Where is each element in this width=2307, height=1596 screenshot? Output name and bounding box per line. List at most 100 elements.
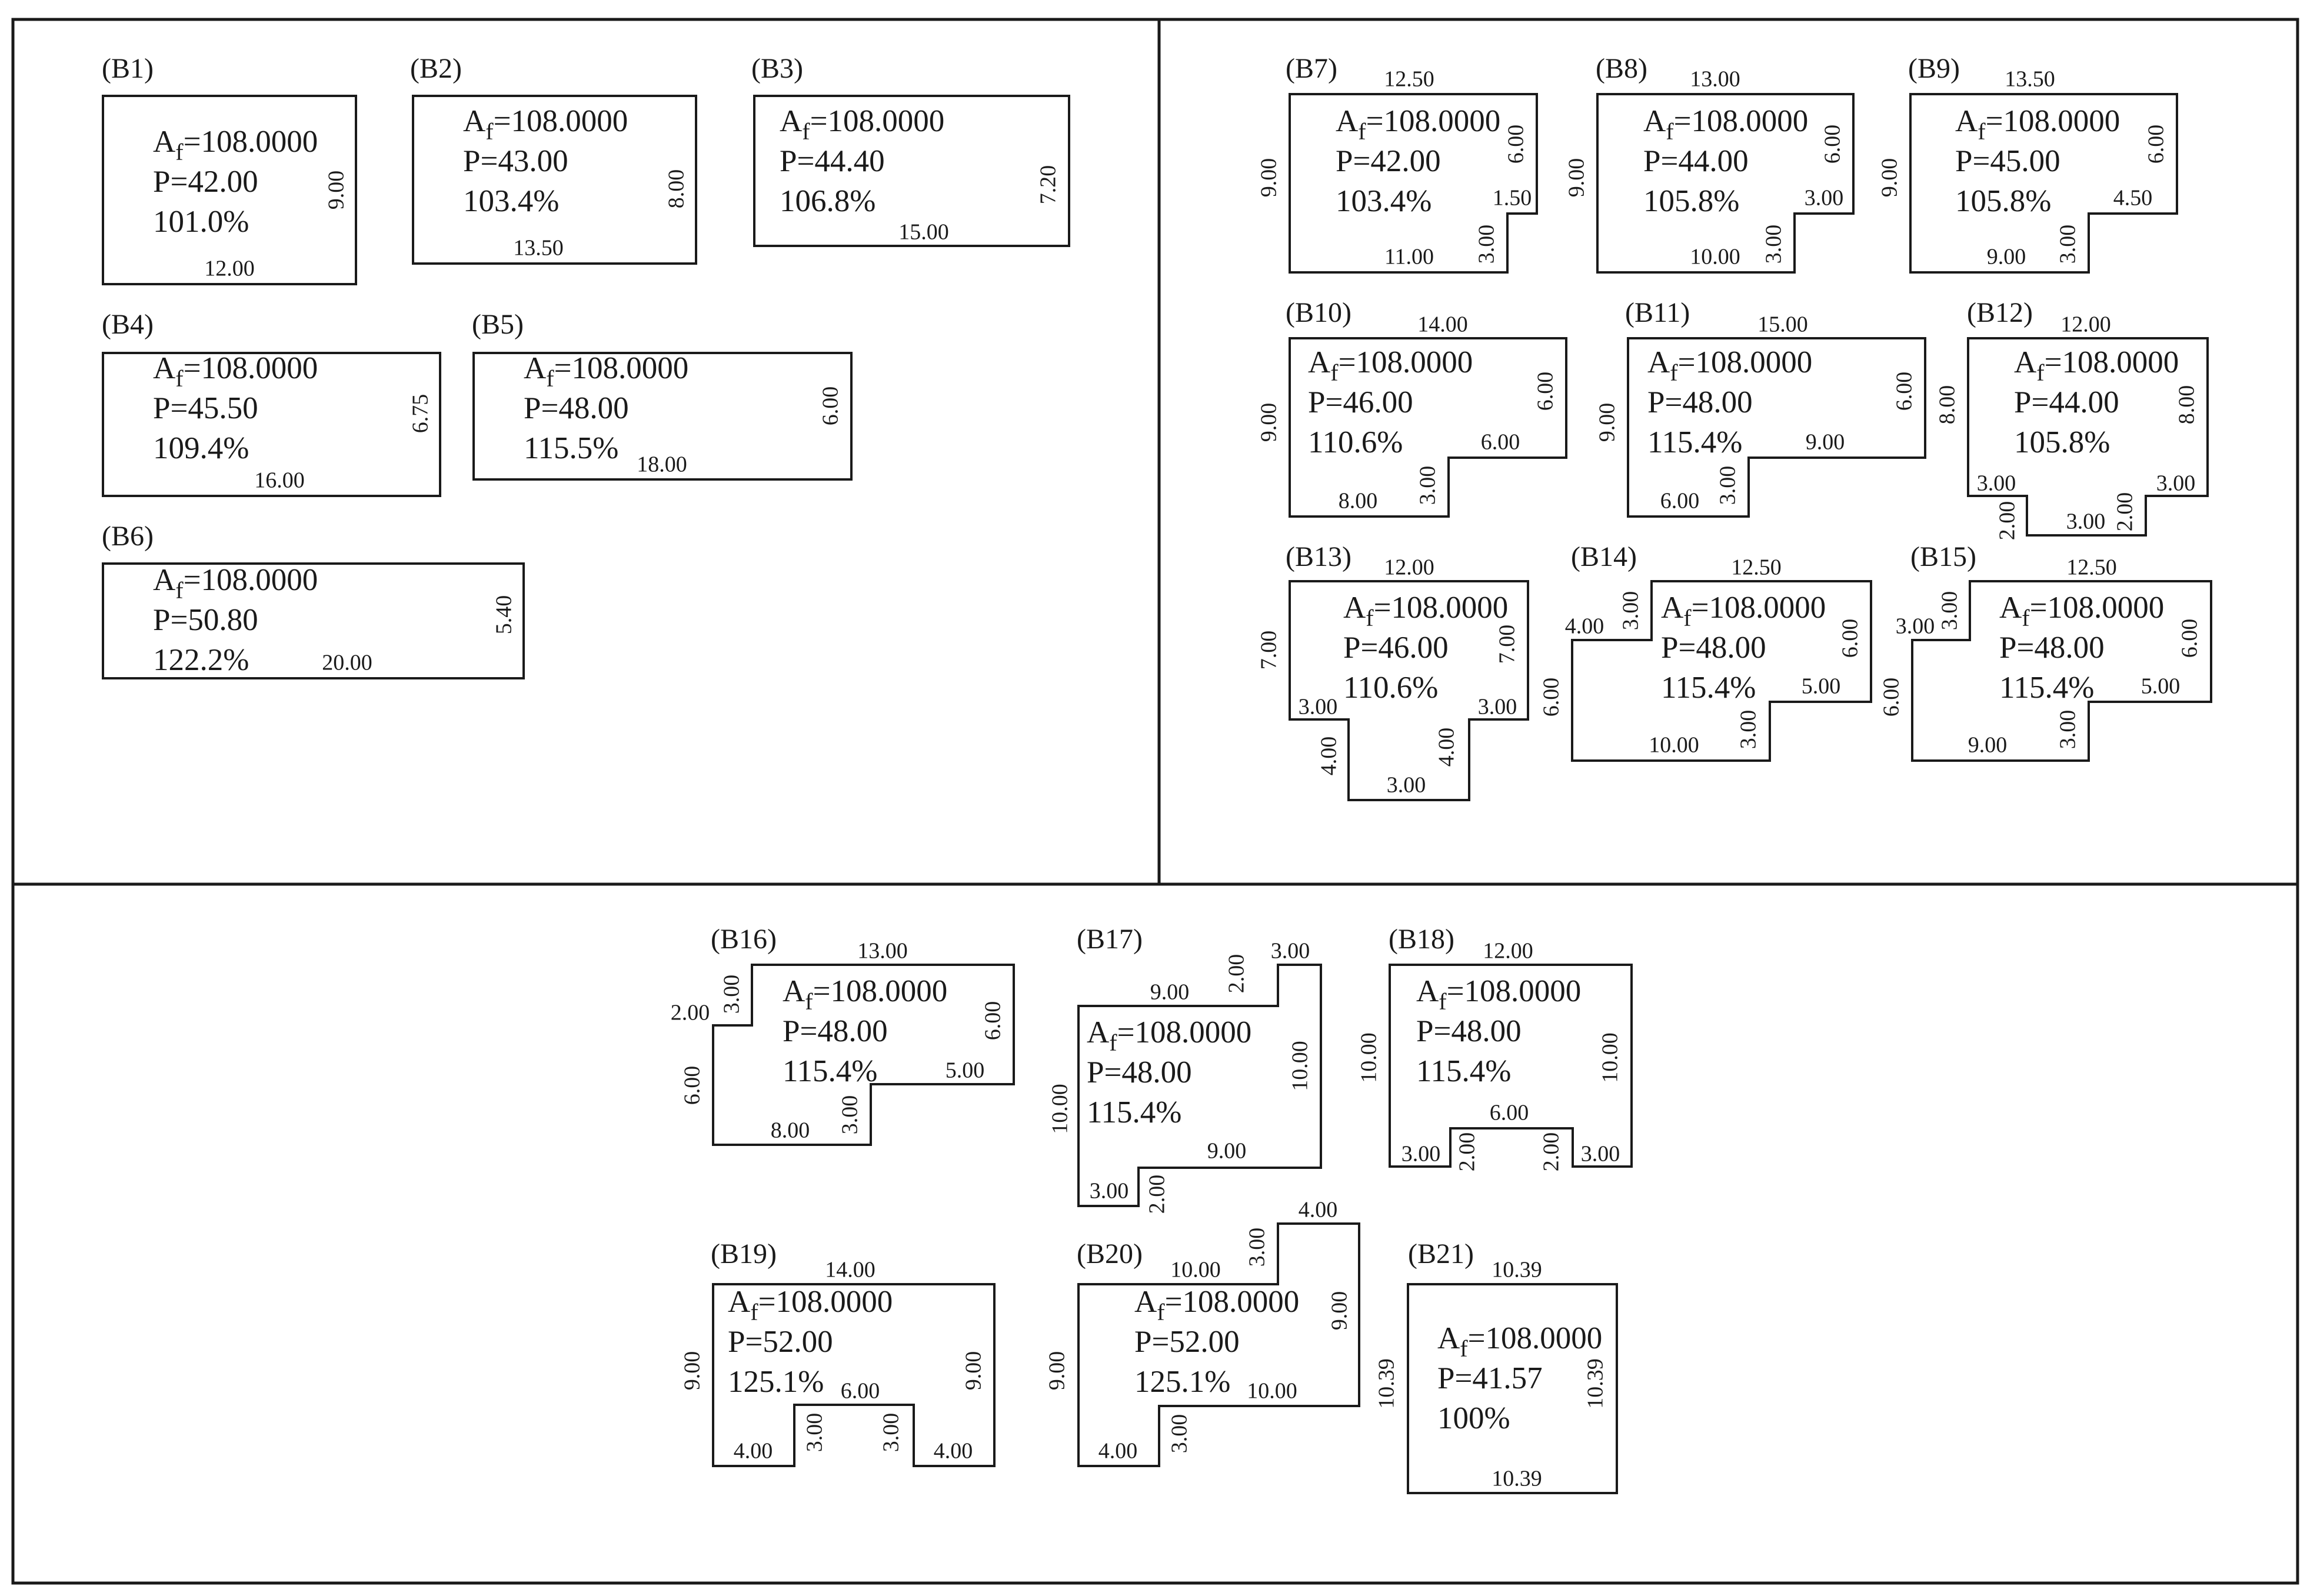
dimension-label: 8.00: [664, 169, 689, 209]
dimension-label: 12.00: [1483, 939, 1533, 964]
dimension-label: 9.00: [1207, 1139, 1247, 1164]
plan-b7: (B7)Af=108.0000P=42.00103.4%12.509.006.0…: [1257, 53, 1538, 274]
plan-label: (B13): [1286, 541, 1351, 572]
plan-outline: [102, 95, 357, 285]
ratio-text: 115.4%: [1661, 671, 1756, 705]
plan-label: (B11): [1625, 297, 1690, 328]
ratio-text: 103.4%: [463, 184, 559, 218]
dimension-label: 13.00: [857, 939, 908, 964]
plan-b10: (B10)Af=108.0000P=46.00110.6%14.009.006.…: [1257, 297, 1567, 518]
floor-area-text: Af=108.0000: [524, 351, 688, 392]
dimension-label: 6.00: [1892, 372, 1917, 411]
dimension-label: 3.00: [1581, 1142, 1620, 1167]
plan-group: (B1)Af=108.0000P=42.00101.0%9.0012.00(B2…: [102, 53, 2212, 1494]
ratio-text: 125.1%: [728, 1365, 824, 1399]
dimension-label: 8.00: [2175, 385, 2199, 425]
plan-outline: [472, 352, 853, 481]
dimension-label: 9.00: [1877, 158, 1902, 198]
dimension-label: 6.00: [1660, 489, 1700, 514]
plan-outline: [102, 352, 441, 497]
dimension-label: 7.20: [1036, 165, 1061, 205]
floor-area-text: Af=108.0000: [463, 104, 628, 145]
perimeter-text: P=42.00: [153, 165, 258, 199]
dimension-label: 9.00: [1257, 158, 1281, 198]
dimension-label: 1.50: [1493, 186, 1532, 211]
plan-outline: [1077, 1222, 1360, 1467]
dimension-label: 3.00: [1977, 471, 2016, 496]
floor-area-text: Af=108.0000: [1643, 104, 1808, 145]
dimension-label: 3.00: [1716, 466, 1740, 505]
dimension-label: 2.00: [1995, 501, 2020, 541]
dimension-label: 3.00: [1299, 695, 1338, 719]
perimeter-text: P=48.00: [1999, 631, 2105, 665]
dimension-label: 20.00: [322, 651, 372, 675]
dimension-label: 3.00: [1805, 186, 1844, 211]
floor-area-text: Af=108.0000: [1416, 974, 1581, 1015]
dimension-label: 2.00: [1224, 954, 1249, 994]
dimension-label: 15.00: [898, 220, 949, 245]
perimeter-text: P=48.00: [1661, 631, 1766, 665]
ratio-text: 101.0%: [153, 205, 249, 239]
dimension-label: 3.00: [838, 1095, 863, 1135]
dimension-label: 6.00: [2144, 125, 2169, 164]
perimeter-text: P=44.00: [2014, 385, 2119, 419]
dimension-label: 4.00: [1299, 1198, 1338, 1222]
dimension-label: 9.00: [1327, 1291, 1352, 1331]
dimension-label: 5.00: [946, 1058, 985, 1083]
dimension-label: 9.00: [1045, 1351, 1070, 1391]
dimension-label: 9.00: [961, 1351, 986, 1391]
dimension-label: 6.00: [1838, 619, 1863, 658]
ratio-text: 115.4%: [1999, 671, 2094, 705]
plan-outline: [1407, 1283, 1618, 1494]
plan-label: (B8): [1596, 53, 1647, 84]
plan-outline: [1289, 93, 1538, 274]
ratio-text: 100%: [1437, 1401, 1510, 1435]
dimension-label: 6.00: [2178, 619, 2202, 658]
plan-outline: [102, 562, 525, 679]
plan-outline: [1909, 93, 2178, 274]
plan-label: (B9): [1908, 53, 1960, 84]
dimension-label: 10.00: [1247, 1379, 1297, 1404]
plan-label: (B20): [1077, 1238, 1143, 1270]
dimension-label: 4.00: [1565, 614, 1604, 639]
dimension-label: 6.00: [981, 1001, 1006, 1041]
ratio-text: 105.8%: [2014, 425, 2110, 459]
dimension-label: 14.00: [1417, 312, 1468, 337]
dimension-label: 4.50: [2113, 186, 2153, 211]
plan-outline: [1571, 580, 1872, 762]
plan-b8: (B8)Af=108.0000P=44.00105.8%13.009.006.0…: [1564, 53, 1855, 274]
plan-outline: [1967, 337, 2209, 537]
floor-area-text: Af=108.0000: [1999, 591, 2164, 631]
dimension-label: 13.50: [2005, 67, 2055, 92]
perimeter-text: P=48.00: [524, 391, 629, 425]
plan-outline: [1596, 93, 1855, 274]
dimension-label: 18.00: [637, 452, 687, 477]
dimension-label: 3.00: [2056, 225, 2080, 264]
dimension-label: 12.00: [2060, 312, 2111, 337]
dimension-label: 3.00: [2066, 509, 2106, 534]
dimension-label: 9.00: [1987, 245, 2026, 269]
ratio-text: 103.4%: [1336, 184, 1432, 218]
perimeter-text: P=48.00: [1416, 1014, 1522, 1048]
ratio-text: 115.4%: [1416, 1054, 1511, 1088]
perimeter-text: P=46.00: [1308, 385, 1413, 419]
floor-area-text: Af=108.0000: [783, 974, 947, 1015]
dimension-label: 10.00: [1357, 1032, 1381, 1083]
dimension-label: 9.00: [1968, 733, 2008, 758]
dimension-label: 3.00: [803, 1413, 827, 1452]
dimension-label: 3.00: [879, 1413, 904, 1452]
dimension-label: 3.00: [1896, 614, 1935, 639]
dimension-label: 6.00: [1879, 678, 1904, 717]
dimension-label: 2.00: [671, 1001, 710, 1025]
dimension-label: 16.00: [254, 468, 305, 493]
ratio-text: 115.4%: [783, 1054, 877, 1088]
dimension-label: 8.00: [1339, 489, 1378, 514]
plan-label: (B4): [102, 309, 154, 340]
plan-outline: [412, 95, 697, 265]
floor-area-text: Af=108.0000: [1134, 1285, 1299, 1325]
